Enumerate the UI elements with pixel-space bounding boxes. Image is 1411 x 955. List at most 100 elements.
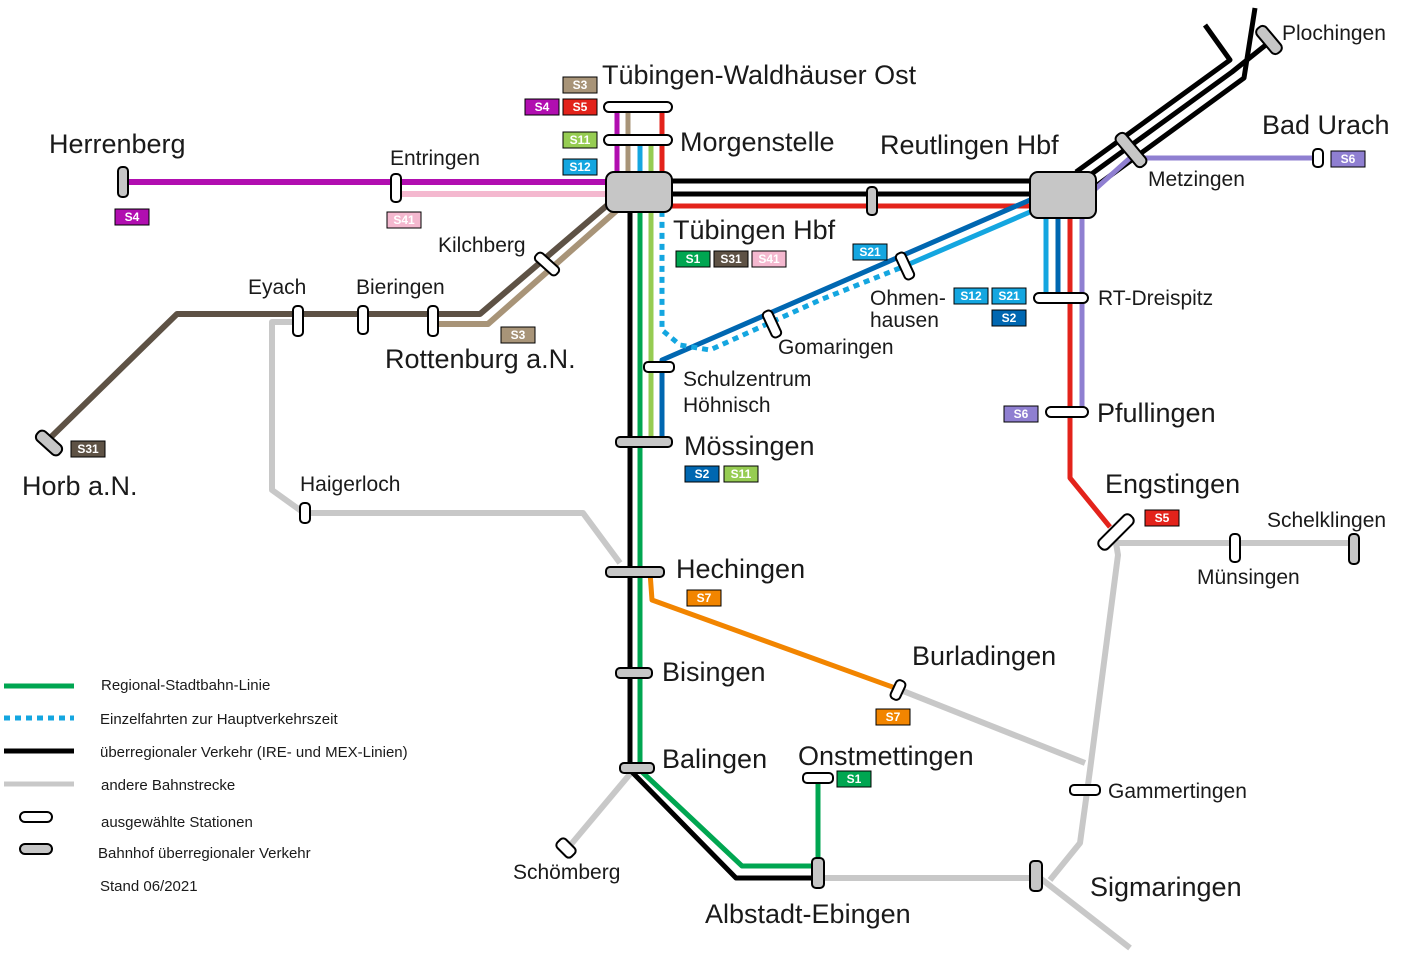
station-marker-moessingen[interactable] — [615, 436, 673, 448]
label-bieringen: Bieringen — [356, 276, 445, 299]
legend-swatch-bahnhof — [19, 843, 53, 855]
station-marker-waldhaeuser-ost[interactable] — [603, 101, 673, 113]
station-marker-schelklingen[interactable] — [1348, 533, 1360, 565]
station-marker-bieringen[interactable] — [357, 305, 369, 335]
label-moessingen: Mössingen — [684, 431, 815, 461]
station-marker-reutlingen-west[interactable] — [866, 186, 878, 216]
badge-s7-hechingen: S7 — [686, 589, 722, 607]
station-marker-schulzentrum[interactable] — [643, 361, 675, 373]
svg-text:S1: S1 — [847, 772, 862, 786]
station-marker-albstadt[interactable] — [811, 857, 825, 889]
line-s2-s21 — [659, 197, 1031, 442]
station-marker-muensingen[interactable] — [1229, 533, 1241, 563]
station-marker-kilchberg[interactable] — [533, 251, 561, 277]
badge-s1-onstmettingen: S1 — [836, 770, 872, 788]
s7-burladingen — [647, 571, 899, 692]
station-marker-bad-urach[interactable] — [1312, 148, 1324, 168]
station-marker-sigmaringen[interactable] — [1029, 860, 1043, 892]
station-marker-burladingen[interactable] — [889, 679, 907, 701]
station-marker-pfullingen[interactable] — [1045, 406, 1089, 418]
svg-text:S21: S21 — [998, 289, 1020, 303]
label-entringen: Entringen — [390, 147, 480, 170]
label-waldhaeuser-ost: Tübingen-Waldhäuser Ost — [602, 60, 917, 90]
station-marker-eyach[interactable] — [292, 305, 304, 337]
badge-s21-dreispitz: S21 — [991, 287, 1027, 305]
label-ohmenhausen-2: hausen — [870, 309, 939, 332]
s21-gomaringen — [899, 209, 1031, 271]
badge-s2-dreispitz: S2 — [991, 309, 1027, 327]
station-marker-rottenburg[interactable] — [427, 305, 439, 337]
station-marker-gomaringen[interactable] — [761, 309, 783, 339]
badge-s12-morgenstelle: S12 — [562, 158, 598, 176]
label-schulzentrum-1: Schulzentrum — [683, 368, 811, 391]
line-eyach-haigerloch-hechingen — [269, 319, 623, 565]
label-schoemberg: Schömberg — [513, 861, 620, 884]
plochingen-black-1 — [1074, 23, 1233, 175]
label-bisingen: Bisingen — [662, 657, 766, 687]
s21-dotted — [659, 212, 901, 353]
station-marker-metzingen[interactable] — [1114, 131, 1149, 169]
label-bad-urach: Bad Urach — [1262, 110, 1390, 140]
svg-text:S12: S12 — [569, 160, 591, 174]
hub-tuebingen[interactable] — [605, 171, 673, 213]
svg-text:S5: S5 — [573, 100, 588, 114]
svg-text:S4: S4 — [125, 210, 140, 224]
legend-label-bahnhof: Bahnhof überregionaler Verkehr — [98, 845, 311, 862]
station-marker-horb[interactable] — [34, 429, 64, 458]
label-horb: Horb a.N. — [22, 471, 138, 501]
label-onstmettingen: Onstmettingen — [798, 741, 974, 771]
svg-text:S4: S4 — [535, 100, 550, 114]
badge-s11-moessingen: S11 — [723, 465, 759, 483]
badge-s3-waldhaeuser: S3 — [562, 76, 598, 94]
stations — [34, 24, 1360, 892]
line-badges: S3 S4 S5 S11 S12 S4 S41 S1 S31 S41 S21 S… — [70, 76, 1366, 788]
label-engstingen: Engstingen — [1105, 469, 1240, 499]
svg-text:S1: S1 — [686, 252, 701, 266]
svg-text:S21: S21 — [859, 245, 881, 259]
label-herrenberg: Herrenberg — [49, 129, 186, 159]
station-marker-haigerloch[interactable] — [299, 502, 311, 524]
badge-s41-tuebingen: S41 — [751, 250, 787, 268]
station-marker-morgenstelle[interactable] — [603, 134, 673, 146]
svg-text:S6: S6 — [1341, 152, 1356, 166]
station-marker-herrenberg[interactable] — [117, 166, 129, 198]
station-marker-plochingen[interactable] — [1254, 24, 1284, 56]
svg-text:S31: S31 — [77, 442, 99, 456]
station-marker-balingen[interactable] — [619, 762, 655, 774]
svg-text:S2: S2 — [695, 467, 710, 481]
line-zollernalb — [627, 212, 899, 881]
svg-text:S7: S7 — [886, 710, 901, 724]
svg-text:S31: S31 — [720, 252, 742, 266]
station-marker-hechingen[interactable] — [605, 566, 665, 578]
badge-s7-burladingen: S7 — [875, 708, 911, 726]
line-engstingen-gammertingen-sigmaringen — [1047, 536, 1121, 882]
line-s4-herrenberg — [123, 179, 612, 197]
label-albstadt-ebingen: Albstadt-Ebingen — [705, 899, 911, 929]
badge-s1-tuebingen: S1 — [675, 250, 711, 268]
station-marker-bisingen[interactable] — [615, 667, 653, 679]
legend-label-andere: andere Bahnstrecke — [101, 777, 235, 794]
label-gammertingen: Gammertingen — [1108, 780, 1247, 803]
badge-s3-rottenburg: S3 — [500, 326, 536, 344]
legend-label-einzelfahrten: Einzelfahrten zur Hauptverkehrszeit — [100, 711, 338, 728]
s2-gomaringen — [659, 197, 1031, 442]
station-marker-schoemberg[interactable] — [555, 837, 578, 860]
legend: Regional-Stadtbahn-Linie Einzelfahrten z… — [4, 677, 408, 895]
station-marker-ohmenhausen[interactable] — [894, 251, 916, 281]
station-marker-entringen[interactable] — [390, 173, 402, 203]
svg-text:S41: S41 — [758, 252, 780, 266]
badge-s6-pfullingen: S6 — [1003, 405, 1039, 423]
station-marker-dreispitz[interactable] — [1033, 292, 1089, 304]
label-tuebingen-hbf: Tübingen Hbf — [673, 215, 836, 245]
station-marker-gammertingen[interactable] — [1069, 784, 1101, 796]
s5-engstingen — [1067, 214, 1112, 529]
legend-label-ueberregional: überregionaler Verkehr (IRE- und MEX-Lin… — [100, 744, 408, 761]
hub-reutlingen[interactable] — [1029, 171, 1097, 219]
svg-text:S11: S11 — [731, 467, 752, 481]
line-s3-s31-horb — [45, 193, 626, 443]
badge-s11-morgenstelle: S11 — [562, 131, 598, 149]
station-marker-engstingen[interactable] — [1096, 512, 1136, 552]
station-marker-onstmettingen[interactable] — [802, 772, 834, 784]
badge-s21-ohmenhausen: S21 — [852, 243, 888, 261]
legend-label-ausgewaehlte: ausgewählte Stationen — [101, 814, 253, 831]
